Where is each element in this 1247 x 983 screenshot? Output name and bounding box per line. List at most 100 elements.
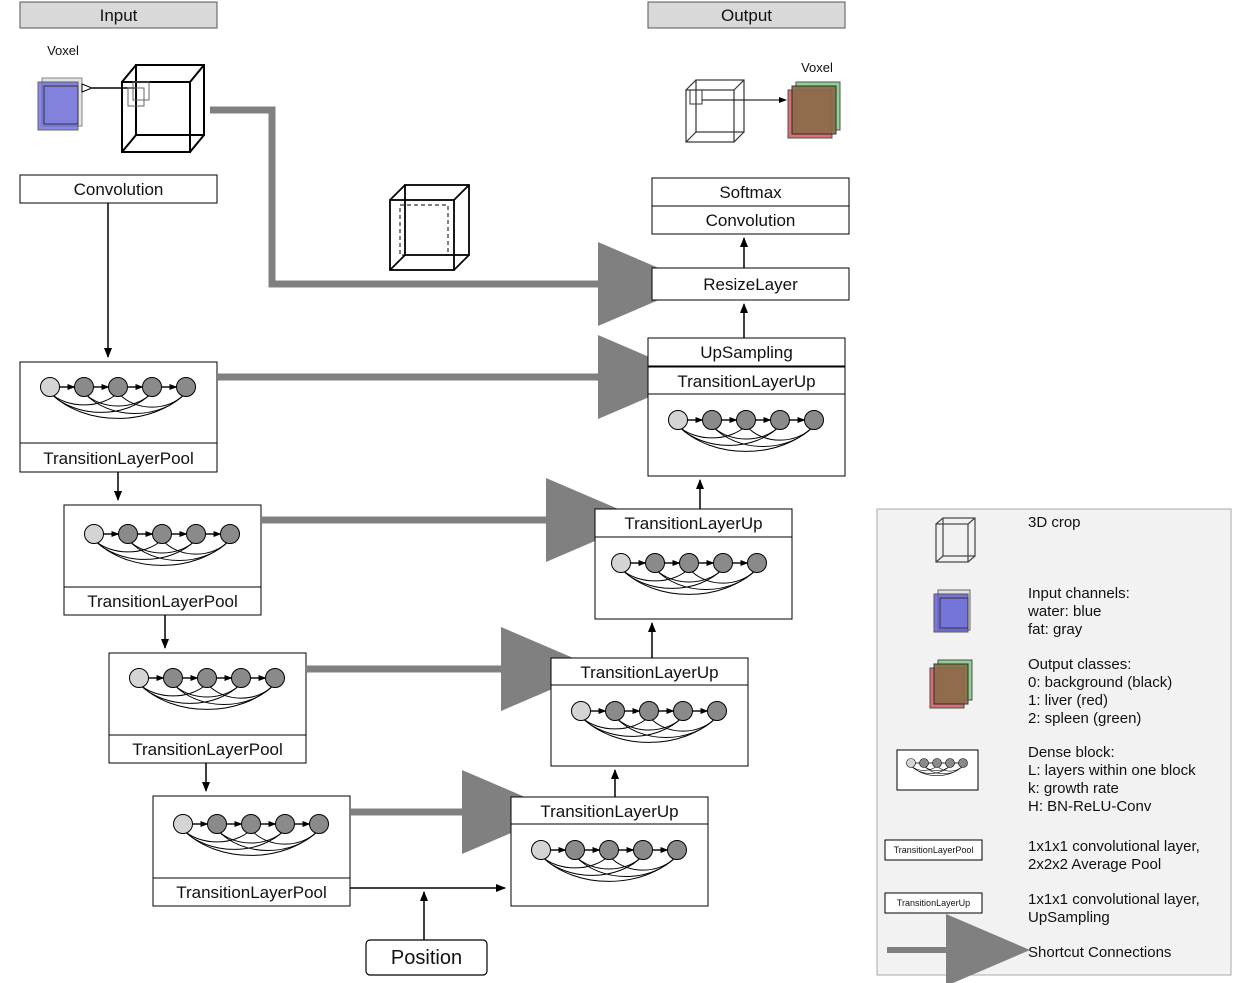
dense-skip-arc — [161, 539, 231, 555]
dense-layer-node — [945, 758, 955, 768]
dense-layer-node — [932, 758, 942, 768]
dense-skip-arc — [49, 392, 119, 406]
legend-output-classes-text: Output classes: 0: background (black) 1:… — [1028, 656, 1176, 727]
dense-layer-node — [176, 377, 196, 397]
dense-layer-node — [197, 668, 217, 688]
legend-dense-text: Dense block: L: layers within one block … — [1028, 744, 1200, 815]
legend-pool-text: 1x1x1 convolutional layer, 2x2x2 Average… — [1028, 838, 1204, 873]
dense-input-node — [129, 668, 149, 688]
output-convolution-label: Convolution — [706, 211, 796, 230]
encoder-block-2: TransitionLayerPool — [63, 504, 262, 616]
legend-dense-block-icon — [896, 749, 979, 791]
softmax-conv-block: Softmax Convolution — [651, 177, 850, 235]
legend-crop-icon — [935, 517, 976, 563]
dense-layer-node — [118, 524, 138, 544]
softmax-label: Softmax — [719, 183, 782, 202]
dense-skip-arc — [648, 716, 718, 732]
dense-layer-node — [679, 553, 699, 573]
input-convolution-label: Convolution — [74, 180, 164, 199]
decoder-block-4: TransitionLayerUp — [510, 796, 709, 907]
dense-layer-node — [108, 377, 128, 397]
input-voxel — [37, 77, 83, 131]
dense-layer-node — [265, 668, 285, 688]
crop-shortcut-arrow — [210, 106, 696, 326]
legend-dense-mini — [906, 758, 968, 776]
dense-layer-node — [770, 410, 790, 430]
dense-skip-arc — [608, 855, 678, 871]
dense-layer-node — [275, 814, 295, 834]
encoder-block-1: TransitionLayerPool — [19, 361, 218, 473]
dense-skip-arc — [138, 683, 208, 697]
dense-skip-arc — [745, 425, 815, 441]
dense-layer-node — [142, 377, 162, 397]
dense-block-up-1 — [668, 410, 824, 452]
input-header: Input — [19, 1, 218, 29]
output-header: Output — [647, 1, 846, 29]
dense-layer-node — [639, 701, 659, 721]
dense-layer-node — [667, 840, 687, 860]
dense-skip-arc — [677, 425, 747, 439]
dense-layer-node — [207, 814, 227, 834]
dense-layer-node — [152, 524, 172, 544]
legend-up-box: TransitionLayerUp — [884, 892, 983, 914]
output-voxel-label: Voxel — [801, 60, 833, 75]
resize-block: ResizeLayer — [651, 267, 850, 301]
legend-input-channels-text: Input channels: water: blue fat: gray — [1027, 585, 1134, 638]
dense-layer-node — [645, 553, 665, 573]
dense-block-up-2 — [611, 553, 767, 595]
upsampling-label: UpSampling — [700, 343, 793, 362]
encoder-block-3: TransitionLayerPool — [108, 652, 307, 764]
dense-block-4 — [173, 814, 329, 856]
dense-layer-node — [673, 701, 693, 721]
dense-input-node — [84, 524, 104, 544]
dense-layer-node — [220, 524, 240, 544]
dense-layer-node — [919, 758, 929, 768]
dense-layer-node — [565, 840, 585, 860]
dense-layer-node — [186, 524, 206, 544]
resize-label: ResizeLayer — [703, 275, 798, 294]
middle-crop-cube — [389, 184, 470, 271]
dense-block-1 — [40, 377, 196, 419]
input-convolution-block: Convolution — [19, 174, 218, 204]
dense-skip-arc — [117, 392, 187, 408]
dense-block-2 — [84, 524, 240, 566]
position-block: Position — [365, 939, 488, 976]
up-label-3: TransitionLayerUp — [580, 663, 718, 682]
dense-layer-node — [707, 701, 727, 721]
legend-pool-box: TransitionLayerPool — [884, 839, 983, 861]
pool-label-3: TransitionLayerPool — [132, 740, 283, 759]
dense-input-node — [40, 377, 60, 397]
dense-layer-node — [702, 410, 722, 430]
dense-skip-arc — [206, 683, 276, 699]
dense-input-node — [571, 701, 591, 721]
dense-input-node — [611, 553, 631, 573]
dense-skip-arc — [182, 829, 252, 843]
up-label-2: TransitionLayerUp — [624, 514, 762, 533]
legend-input-channels-icon — [933, 589, 971, 633]
output-voxel — [787, 81, 841, 139]
dense-layer-node — [958, 758, 968, 768]
dense-layer-node — [633, 840, 653, 860]
dense-skip-arc — [93, 539, 163, 553]
dense-input-node — [531, 840, 551, 860]
dense-layer-node — [599, 840, 619, 860]
input-header-label: Input — [100, 6, 138, 25]
dense-layer-node — [309, 814, 329, 834]
position-label: Position — [391, 947, 462, 969]
dense-layer-node — [241, 814, 261, 834]
dense-layer-node — [713, 553, 733, 573]
output-header-label: Output — [721, 6, 772, 25]
dense-block-up-4 — [531, 840, 687, 882]
dense-block-3 — [129, 668, 285, 710]
dense-layer-node — [605, 701, 625, 721]
decoder-block-3: TransitionLayerUp — [550, 657, 749, 767]
dense-skip-arc — [620, 568, 690, 582]
up-label-1: TransitionLayerUp — [677, 372, 815, 391]
dense-input-node — [173, 814, 193, 834]
input-crop-cube — [121, 64, 205, 153]
legend-panel: 3D crop Input channels: water: blue fat:… — [876, 508, 1232, 983]
upsampling-block: UpSampling — [647, 337, 846, 367]
output-crop-cube — [685, 79, 745, 143]
input-voxel-label: Voxel — [47, 43, 79, 58]
